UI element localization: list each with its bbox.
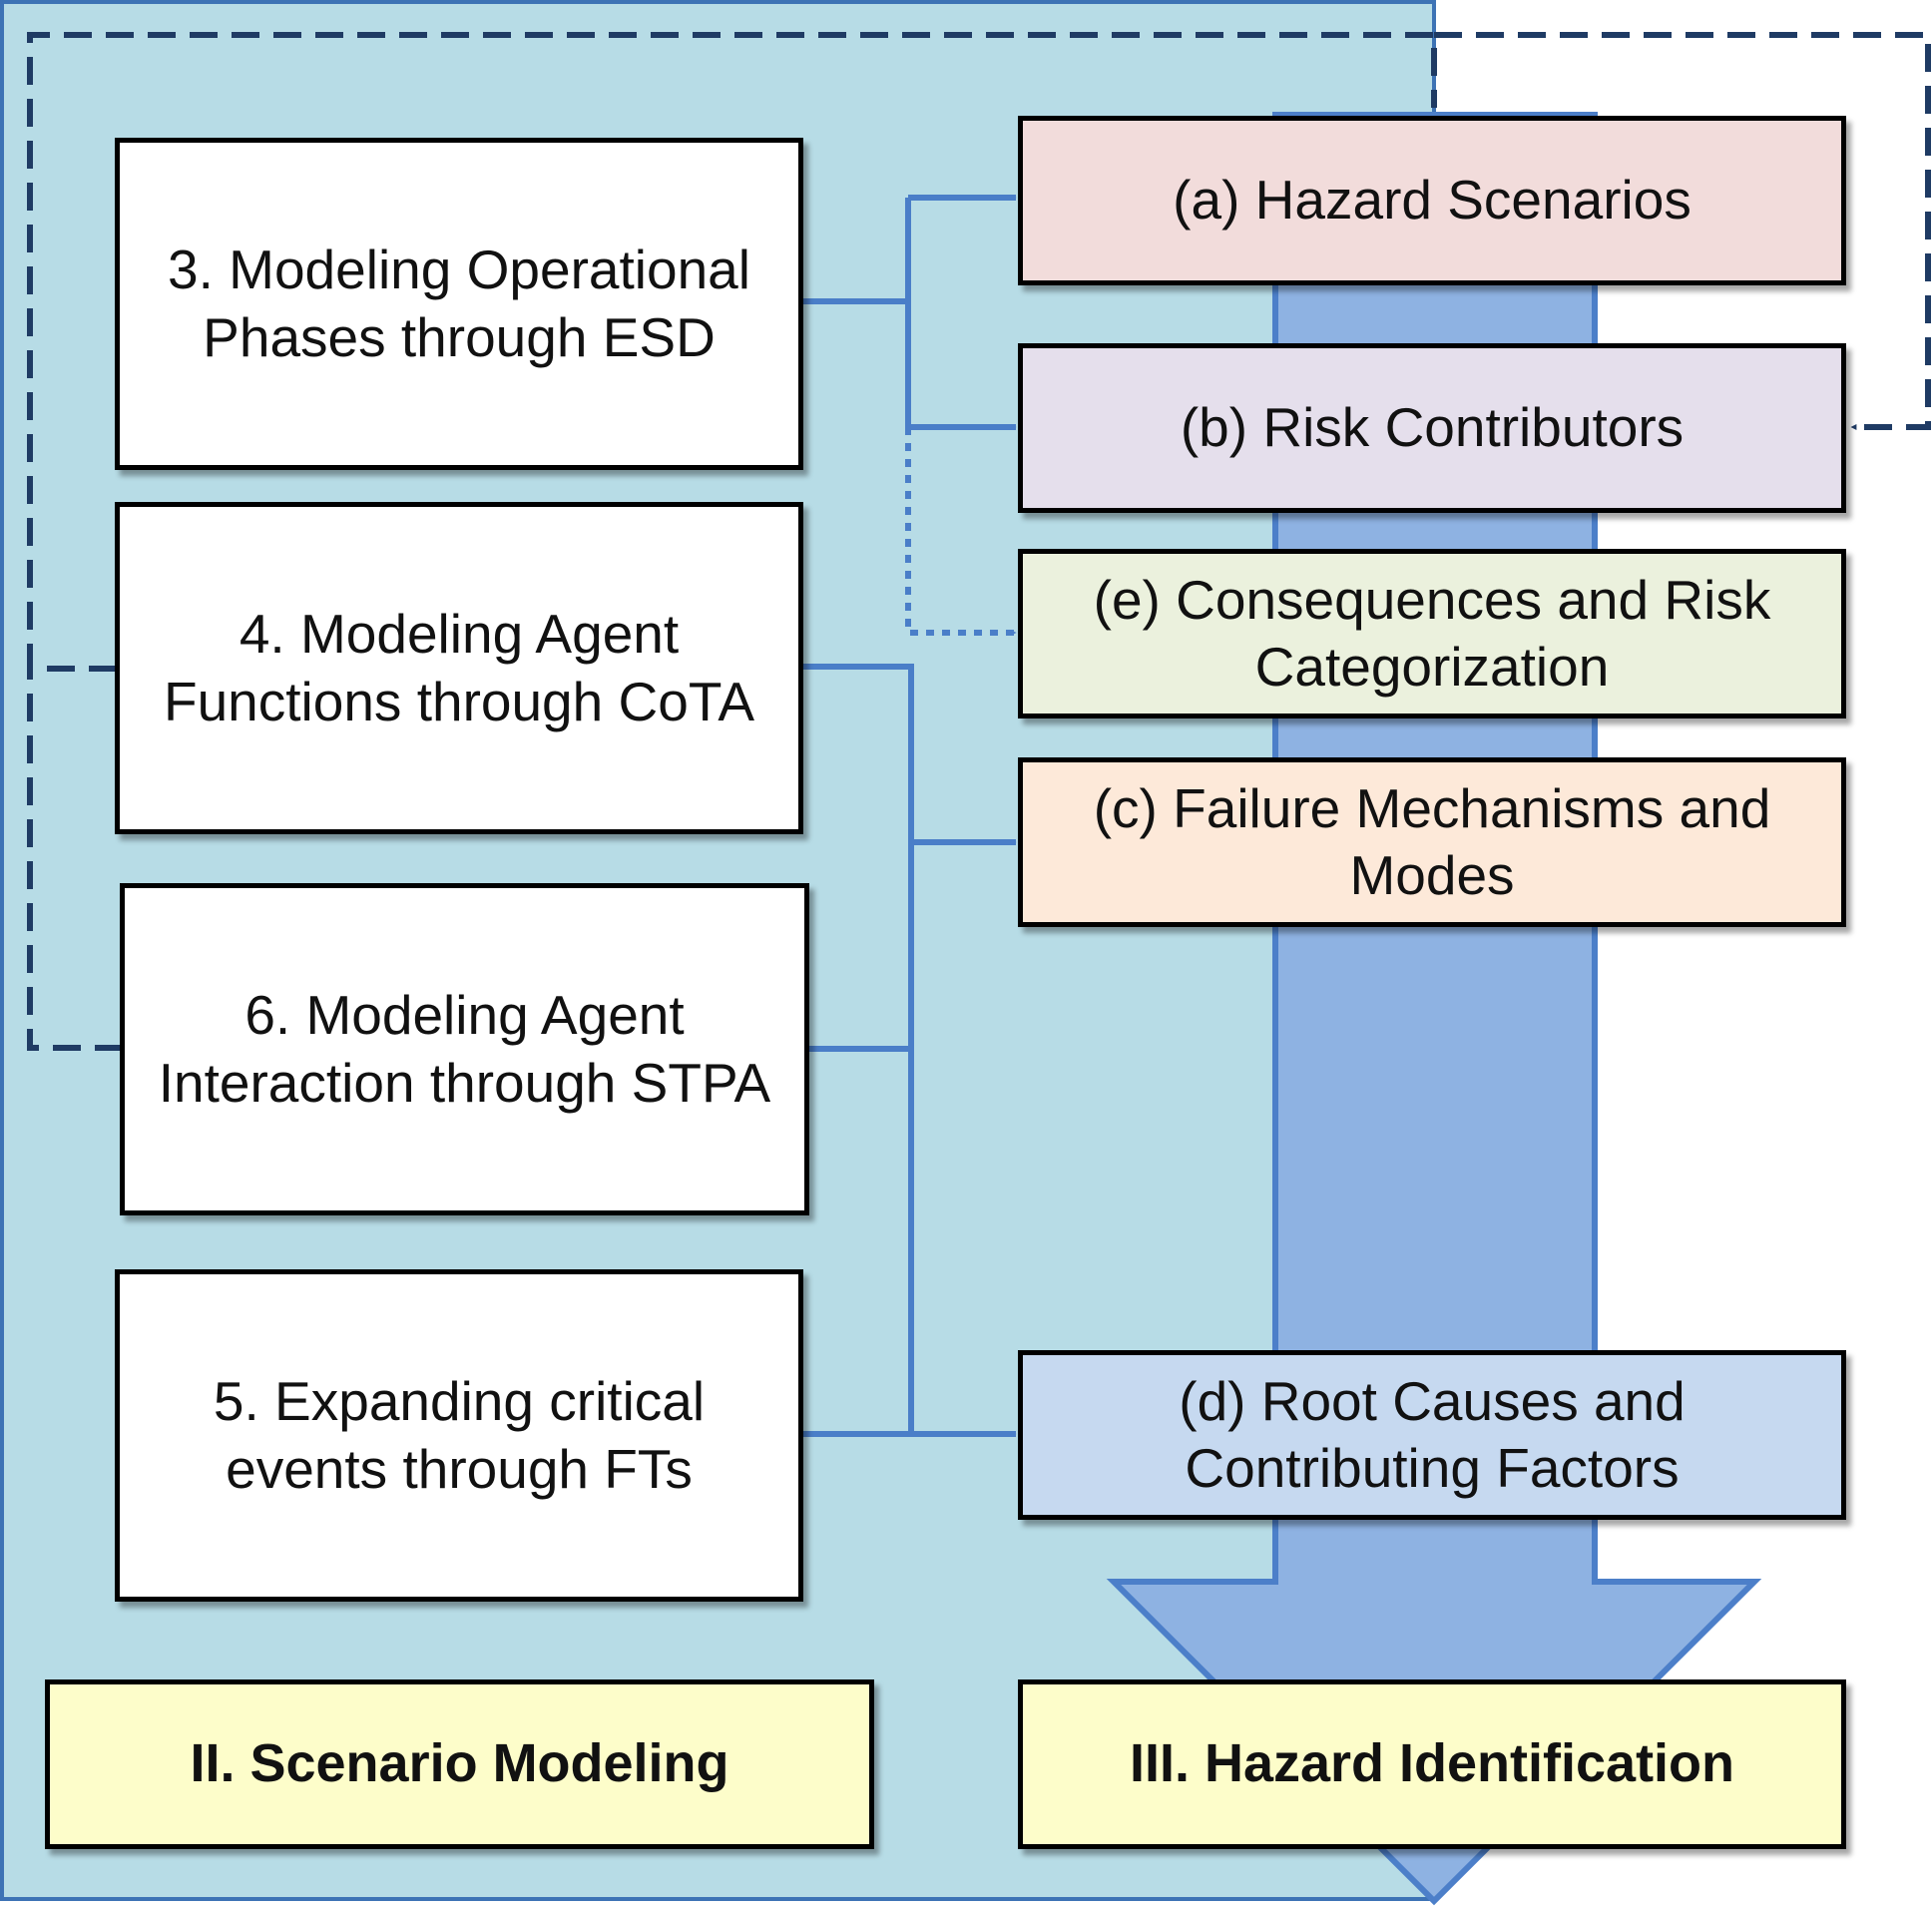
- connector-3-to-a-b: [801, 195, 1017, 430]
- connector-3-to-e-dotted: [905, 427, 1017, 636]
- hazard-label-failure-mechanisms: (c) Failure Mechanisms and Modes: [1093, 776, 1771, 906]
- connector-4-6-5-to-c-d: [801, 664, 1017, 1437]
- hazard-label-root-causes: (d) Root Causes and Contributing Factors: [1179, 1369, 1686, 1499]
- method-box-esd: 3. Modeling Operational Phases through E…: [115, 138, 803, 470]
- hazard-box-root-causes: (d) Root Causes and Contributing Factors: [1018, 1350, 1846, 1520]
- hazard-box-failure-mechanisms: (c) Failure Mechanisms and Modes: [1018, 757, 1846, 927]
- method-label-stpa: 6. Modeling Agent Interaction through ST…: [158, 984, 771, 1114]
- hazard-label-consequences: (e) Consequences and Risk Categorization: [1093, 568, 1771, 698]
- method-box-fts: 5. Expanding critical events through FTs: [115, 1269, 803, 1602]
- dashed-feedback-loop: [27, 32, 1931, 1051]
- method-box-cota: 4. Modeling Agent Functions through CoTA: [115, 502, 803, 834]
- phase-label-hazard-identification: III. Hazard Identification: [1018, 1679, 1846, 1849]
- method-label-esd: 3. Modeling Operational Phases through E…: [168, 238, 750, 368]
- method-box-stpa: 6. Modeling Agent Interaction through ST…: [120, 883, 809, 1215]
- phase-text-hazard-identification: III. Hazard Identification: [1129, 1733, 1735, 1794]
- phase-label-scenario-modeling: II. Scenario Modeling: [45, 1679, 874, 1849]
- method-label-fts: 5. Expanding critical events through FTs: [213, 1370, 706, 1500]
- hazard-label-risk-contributors: (b) Risk Contributors: [1180, 396, 1685, 459]
- hazard-box-scenarios: (a) Hazard Scenarios: [1018, 116, 1846, 285]
- phase-text-scenario-modeling: II. Scenario Modeling: [190, 1733, 729, 1794]
- method-label-cota: 4. Modeling Agent Functions through CoTA: [163, 603, 755, 732]
- hazard-box-risk-contributors: (b) Risk Contributors: [1018, 343, 1846, 513]
- hazard-label-scenarios: (a) Hazard Scenarios: [1173, 169, 1691, 232]
- hazard-box-consequences: (e) Consequences and Risk Categorization: [1018, 549, 1846, 718]
